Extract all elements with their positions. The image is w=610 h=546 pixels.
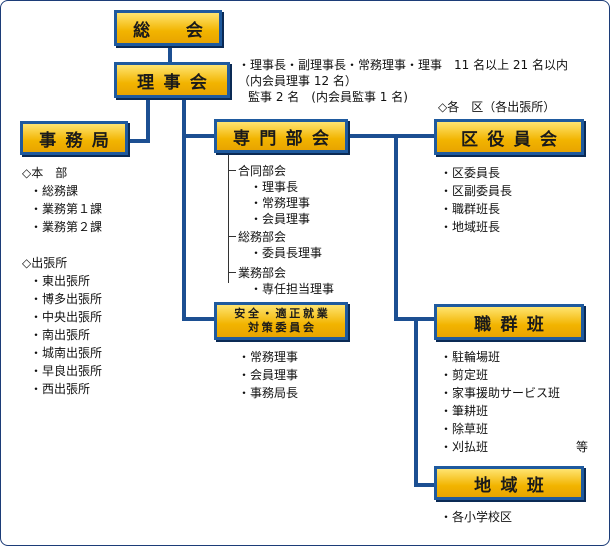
kuyakuin-item: ・職群班長 <box>440 202 501 216</box>
chiiki-item: ・各小学校区 <box>440 510 513 524</box>
anzen-item: ・事務局長 <box>238 386 299 400</box>
shutchojo-item: ・博多出張所 <box>30 292 103 306</box>
somu-item: ・委員長理事 <box>250 246 323 260</box>
jimukyoku-box: 事務局 <box>20 121 128 155</box>
chiikihan-box: 地域班 <box>434 466 584 500</box>
shutchojo-item: ・中央出張所 <box>30 310 103 324</box>
kuyakuin-item: ・区副委員長 <box>440 184 513 198</box>
gyomu-head: 業務部会 <box>238 266 287 280</box>
connector-rijikai-trunk <box>182 98 186 321</box>
shokugunhan-box: 職群班 <box>434 304 584 340</box>
rijikai-note-line2: （内会員理事 12 名） <box>238 74 357 88</box>
rijikai-note-line3: 監事 2 名 (内会員監事 1 名) <box>248 90 408 104</box>
shokugun-item: ・筆耕班 <box>440 404 489 418</box>
anzen-item: ・会員理事 <box>238 368 299 382</box>
connector-jimukyoku-h <box>126 139 150 143</box>
sokai-box: 総 会 <box>114 10 222 46</box>
rijikai-box: 理事会 <box>114 62 230 98</box>
godo-item: ・会員理事 <box>250 212 311 226</box>
godo-item: ・理事長 <box>250 180 299 194</box>
honbu-item: ・業務第１課 <box>30 202 103 216</box>
kuyakuin-item: ・区委員長 <box>440 166 501 180</box>
connector-to-anzen <box>182 317 214 321</box>
shokugun-item: ・剪定班 <box>440 368 489 382</box>
connector-sokai-rijikai <box>168 44 172 62</box>
shutchojo-item: ・東出張所 <box>30 274 91 288</box>
shutchojo-item: ・南出張所 <box>30 328 91 342</box>
gyomu-item: ・専任担当理事 <box>250 282 335 296</box>
kuyakuin-item: ・地域班長 <box>440 220 501 234</box>
godo-item: ・常務理事 <box>250 196 311 210</box>
anzen-committee-box: 安全・適正就業 対策委員会 <box>214 302 348 340</box>
shutchojo-head: ◇出張所 <box>22 256 68 270</box>
connector-rijikai-jimukyoku <box>146 98 150 143</box>
shokugun-item: ・駐輪場班 <box>440 350 501 364</box>
shokugun-suffix: 等 <box>576 440 589 454</box>
anzen-line2: 対策委員会 <box>248 321 317 334</box>
anzen-item: ・常務理事 <box>238 350 299 364</box>
somu-head: 総務部会 <box>238 230 287 244</box>
shutchojo-item: ・西出張所 <box>30 382 91 396</box>
connector-senmon-down <box>394 134 398 321</box>
connector-to-chiiki-h <box>414 483 434 487</box>
shokugun-item: ・除草班 <box>440 422 489 436</box>
kuyakuin-note: ◇各 区（各出張所） <box>438 100 556 114</box>
senmon-tree-line-h3 <box>228 272 236 273</box>
anzen-line1: 安全・適正就業 <box>234 307 331 320</box>
shokugun-item: ・家事援助サービス班 <box>440 386 561 400</box>
shokugun-item: ・刈払班 <box>440 440 489 454</box>
honbu-item: ・総務課 <box>30 184 79 198</box>
senmon-tree-line-v <box>228 153 229 283</box>
shutchojo-item: ・早良出張所 <box>30 364 103 378</box>
shutchojo-item: ・城南出張所 <box>30 346 103 360</box>
godo-head: 合同部会 <box>238 164 287 178</box>
honbu-head: ◇本 部 <box>22 166 68 180</box>
rijikai-note-line1: ・理事長・副理事長・常務理事・理事 11 名以上 21 名以内 <box>238 58 568 72</box>
connector-senmon-kuyakuin <box>348 134 434 138</box>
connector-to-senmonbukai <box>182 134 214 138</box>
senmon-tree-line-h1 <box>228 170 236 171</box>
senmon-tree-line-h2 <box>228 236 236 237</box>
senmonbukai-box: 専門部会 <box>214 119 348 153</box>
kuyakuinkai-box: 区役員会 <box>434 119 584 155</box>
connector-to-chiiki-v <box>414 317 418 487</box>
honbu-item: ・業務第２課 <box>30 220 103 234</box>
